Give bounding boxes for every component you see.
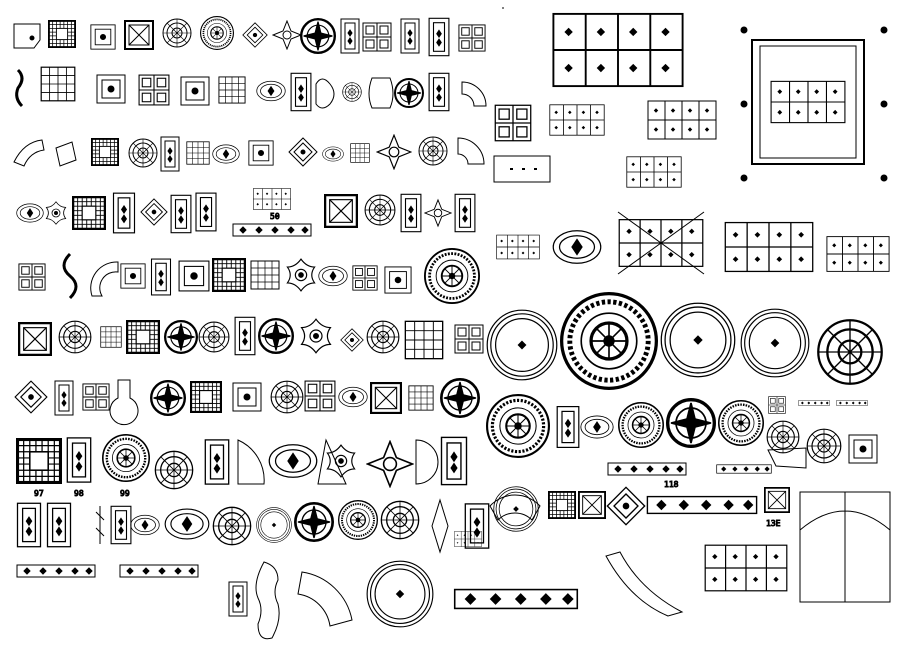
row-5 bbox=[18, 248, 481, 304]
label-97: 97 bbox=[34, 489, 44, 498]
row-7 bbox=[14, 378, 480, 426]
row-4: 50 bbox=[16, 188, 476, 237]
label-50: 50 bbox=[270, 212, 280, 221]
row-1 bbox=[13, 16, 486, 57]
row-10 bbox=[16, 530, 579, 640]
row-3 bbox=[13, 134, 485, 172]
label-118: 118 bbox=[664, 480, 679, 489]
symbol-grid: 50 bbox=[13, 16, 579, 640]
row-8: 97 98 99 bbox=[16, 434, 468, 499]
label-99: 99 bbox=[120, 489, 130, 498]
label-98: 98 bbox=[74, 489, 84, 498]
row-9 bbox=[16, 498, 490, 554]
right-panels: 118 13E bbox=[486, 7, 891, 617]
label-13e: 13E bbox=[766, 519, 781, 528]
row-6 bbox=[18, 316, 484, 360]
row-2 bbox=[15, 66, 487, 112]
